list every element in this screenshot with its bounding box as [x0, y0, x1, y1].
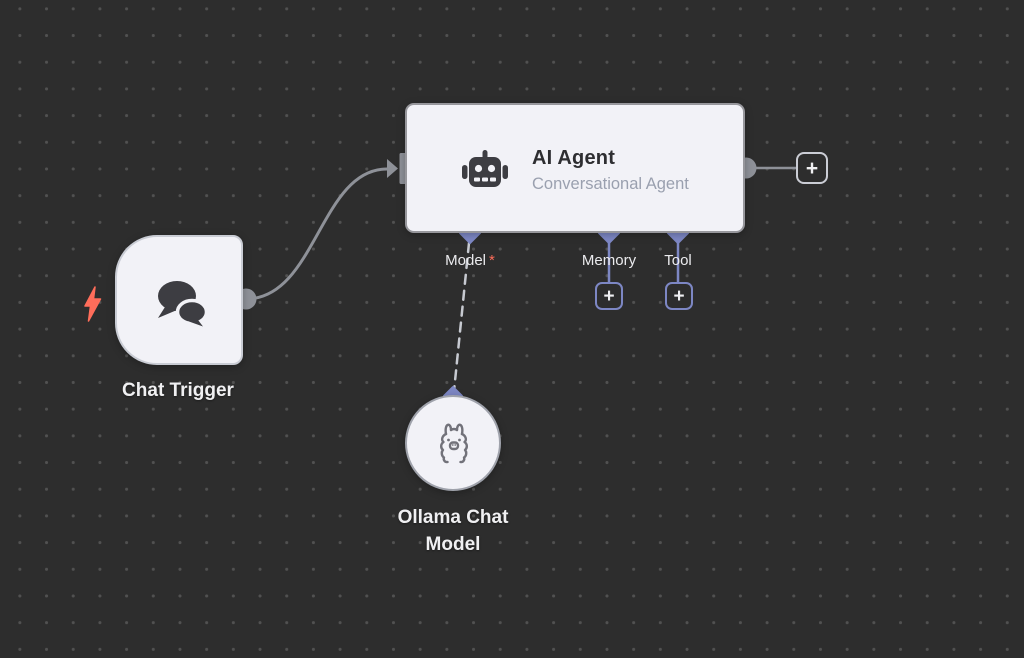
- lightning-bolt-icon: [84, 286, 102, 322]
- llama-icon: [439, 423, 469, 464]
- node-chat-trigger[interactable]: [115, 235, 243, 365]
- connection-chat-trigger-to-ai-agent[interactable]: [245, 167, 388, 301]
- tool-port-label: Tool: [664, 252, 692, 269]
- plus-icon: +: [805, 156, 819, 180]
- ollama-chat-model-label: Ollama Chat Model: [397, 507, 509, 555]
- plus-icon: +: [673, 285, 685, 307]
- ai-agent-title: AI Agent: [532, 147, 616, 169]
- plus-icon: +: [603, 285, 615, 307]
- connection-arrowhead-icon: [387, 159, 398, 178]
- chat-bubbles-icon: [158, 281, 209, 328]
- memory-port-label: Memory: [581, 252, 637, 269]
- connection-model-to-ollama[interactable]: [452, 241, 471, 393]
- add-tool-button[interactable]: +: [665, 282, 693, 310]
- model-port-text: Model: [445, 252, 486, 269]
- robot-icon: [462, 150, 508, 187]
- chat-trigger-label: Chat Trigger: [122, 380, 234, 401]
- model-port-label: Model*: [395, 252, 545, 269]
- add-next-node-button[interactable]: +: [796, 152, 828, 184]
- model-required-asterisk: *: [489, 252, 495, 269]
- node-ai-agent[interactable]: AI Agent Conversational Agent: [405, 103, 745, 233]
- node-ollama-chat-model[interactable]: [405, 395, 501, 491]
- ai-agent-subtitle: Conversational Agent: [532, 175, 689, 193]
- add-memory-button[interactable]: +: [595, 282, 623, 310]
